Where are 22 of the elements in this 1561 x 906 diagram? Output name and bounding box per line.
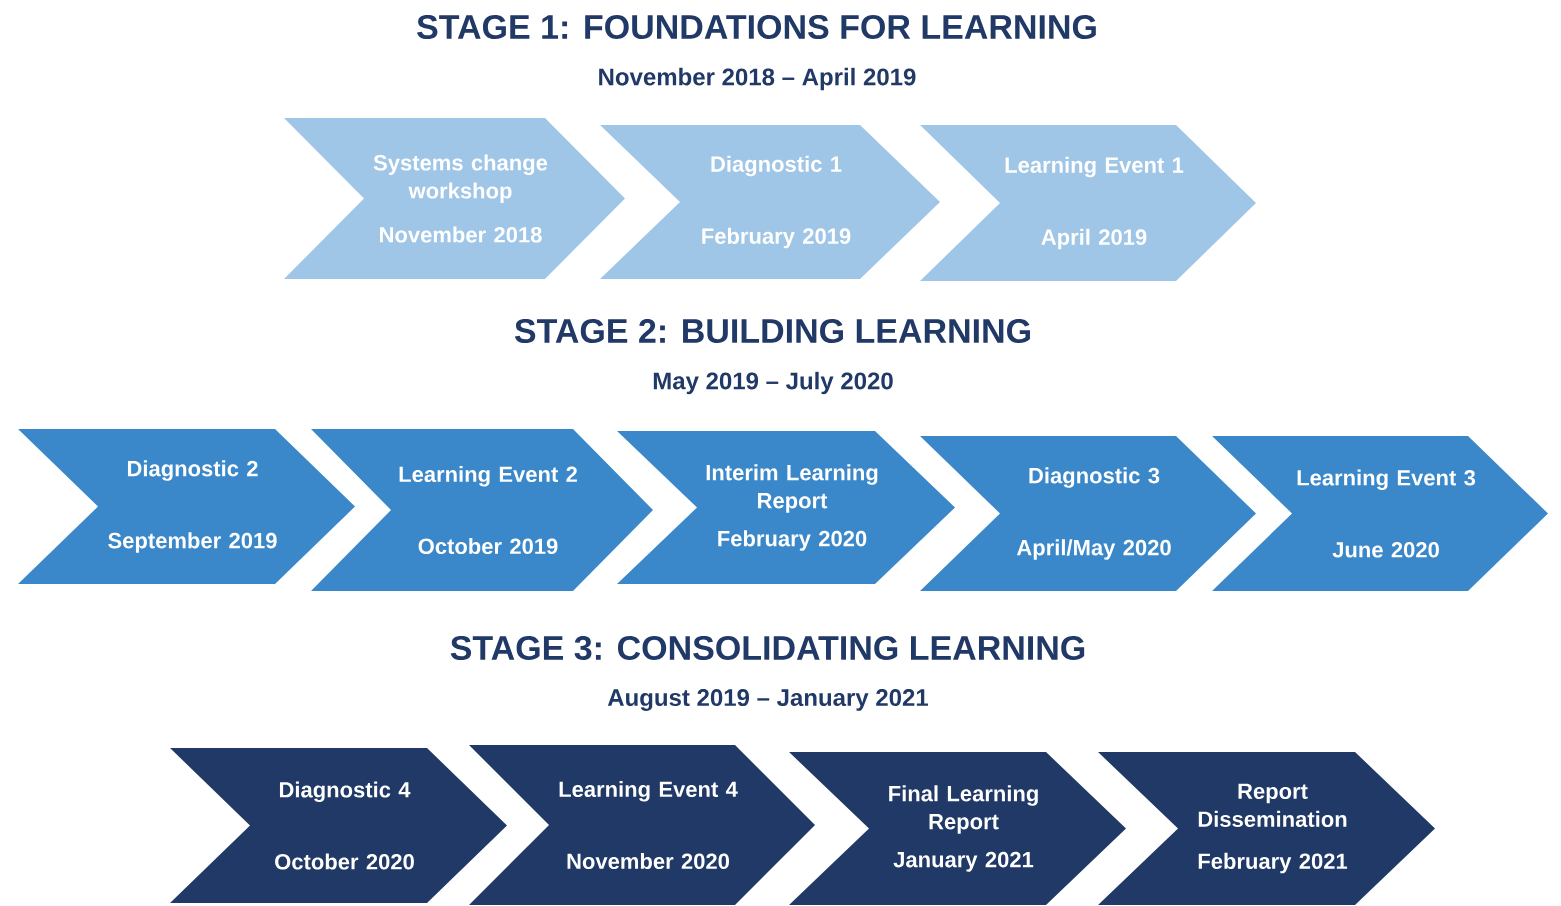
step-box: Final Learning Report January 2021 bbox=[789, 752, 1126, 905]
step-box: Diagnostic 3 April/May 2020 bbox=[920, 436, 1256, 591]
date-range: August 2019 – January 2021 bbox=[607, 689, 929, 711]
step-box: Learning Event 3 June 2020 bbox=[1212, 436, 1548, 591]
step-box: Report Dissemination February 2021 bbox=[1098, 752, 1435, 905]
step-box: Systems change workshop November 2018 bbox=[284, 118, 625, 279]
step-box: Learning Event 1 April 2019 bbox=[920, 125, 1256, 281]
stage-heading: STAGE 3: CONSOLIDATING LEARNING bbox=[450, 635, 1085, 661]
step-box: Interim Learning Report February 2020 bbox=[617, 431, 955, 584]
step-box: Learning Event 2 October 2019 bbox=[311, 429, 653, 591]
step-box: Diagnostic 2 September 2019 bbox=[18, 429, 355, 584]
node-label: Learning Event 3 bbox=[1297, 469, 1476, 491]
stage-heading: STAGE 2: BUILDING LEARNING bbox=[514, 318, 1030, 344]
step-box: Learning Event 4 November 2020 bbox=[469, 745, 815, 905]
node-label: June 2020 bbox=[1332, 542, 1439, 558]
step-box: Diagnostic 4 October 2020 bbox=[170, 748, 507, 903]
date-range: November 2018 – April 2019 bbox=[599, 67, 916, 91]
node-label: April/May 2020 bbox=[1016, 539, 1171, 560]
node-label: Diagnostic 3 bbox=[1029, 467, 1160, 488]
step-box: Diagnostic 1 February 2019 bbox=[600, 125, 940, 279]
date-range: May 2019 – July 2020 bbox=[653, 371, 893, 395]
stage-heading: STAGE 1: FOUNDATIONS FOR LEARNING bbox=[417, 14, 1096, 40]
